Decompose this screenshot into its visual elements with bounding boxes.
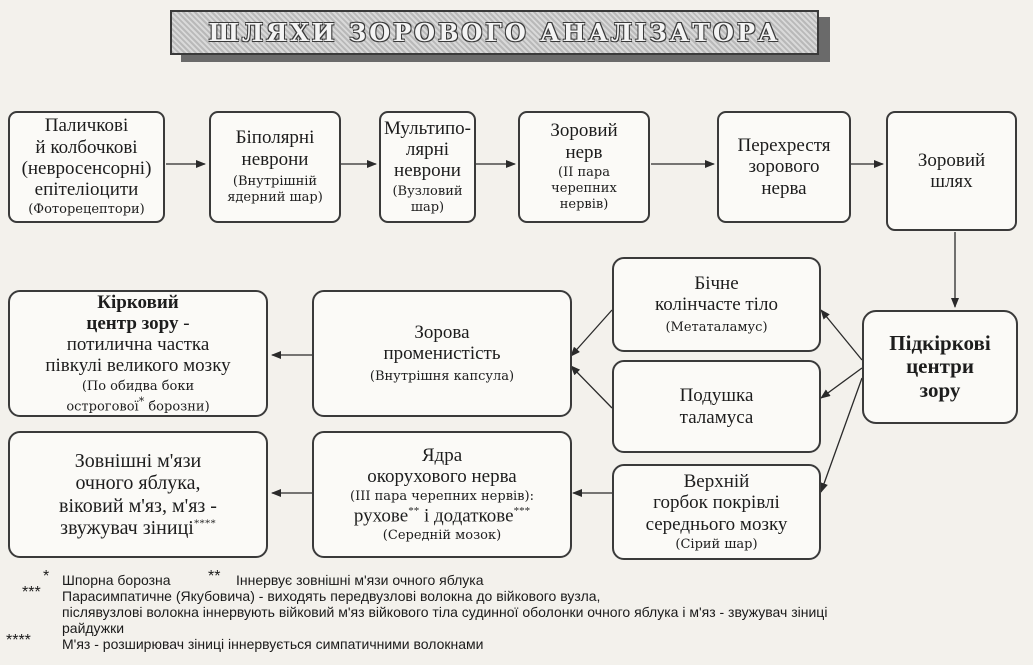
arrow-lgb-to-radiation	[570, 309, 613, 357]
arrow-subcortical-to-lgb	[820, 309, 863, 361]
box-bipolar-neurons: Біполярні неврони (Внутрішній ядерний ша…	[209, 111, 341, 223]
footnote-3-line-3: райдужки	[62, 620, 125, 636]
box-lateral-geniculate-body: Бічне колінчасте тіло (Метаталамус)	[612, 257, 821, 352]
arrow-subcortical-to-colliculus	[820, 377, 863, 493]
footnote-mark-4: ****	[6, 632, 31, 649]
footnote-1: Шпорна борозна	[62, 572, 171, 588]
box-subcortical-centers: Підкіркові центри зору	[862, 310, 1018, 424]
box-optic-nerve: Зоровий нерв (II пара черепних нервів)	[518, 111, 650, 223]
footnote-4: М'яз - розширювач зіниці іннервується си…	[62, 636, 484, 652]
box-pulvinar-thalamus: Подушка таламуса	[612, 360, 821, 453]
arrow-subcortical-to-pulvinar	[820, 367, 863, 399]
box-optic-radiation: Зорова променистість (Внутрішня капсула)	[312, 290, 572, 417]
footnote-3-line-2: післявузлові волокна іннервують війковий…	[62, 604, 828, 620]
box-oculomotor-nuclei: Ядра окорухового нерва (III пара черепни…	[312, 431, 572, 558]
arrow-pulvinar-to-radiation	[570, 365, 613, 409]
box-photoreceptors: Паличкові й колбочкові (невросенсорні) е…	[8, 111, 165, 223]
box-optic-tract: Зоровий шлях	[886, 111, 1017, 231]
footnote-mark-1: *	[43, 568, 50, 585]
box-optic-chiasm: Перехрестя зорового нерва	[717, 111, 851, 223]
footnote-mark-3: ***	[22, 584, 41, 601]
footnote-mark-2: **	[208, 568, 221, 585]
footnote-2: Іннервує зовнішні м'язи очного яблука	[236, 572, 484, 588]
box-multipolar-neurons: Мультипо- лярні неврони (Вузловий шар)	[379, 111, 476, 223]
box-eye-muscles: Зовнішні м'язи очного яблука, віковий м'…	[8, 431, 268, 558]
box-superior-colliculus: Верхній горбок покрівлі середнього мозку…	[612, 464, 821, 560]
footnote-3-line-1: Парасимпатичне (Якубовича) - виходять пе…	[62, 588, 601, 604]
diagram-title: ШЛЯХИ ЗОРОВОГО АНАЛІЗАТОРА	[170, 10, 819, 55]
box-cortical-visual-center: Кірковий центр зору - потилична частка п…	[8, 290, 268, 417]
